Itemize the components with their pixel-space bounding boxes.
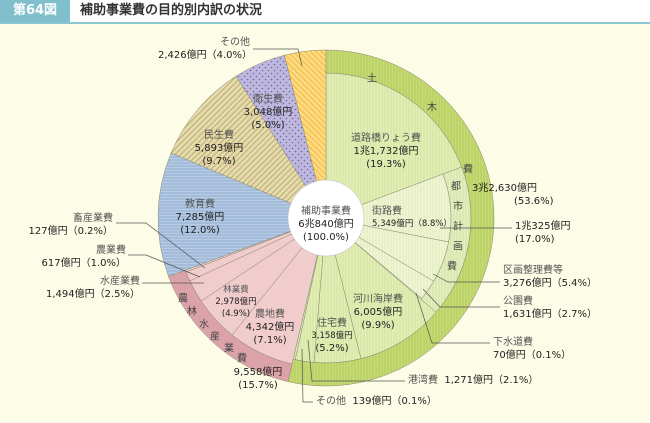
slice-name: 港湾費: [408, 375, 438, 386]
slice-name: 区画整理費等: [503, 265, 563, 276]
slice-name: 道路橋りょう費: [351, 133, 421, 144]
slice-amount: 70億円（0.1%）: [493, 350, 572, 361]
slice-amount: 3,276億円（5.4%）: [503, 278, 598, 289]
center-hole: [287, 179, 365, 257]
slice-amount: 5,349億円（8.8%）: [372, 219, 452, 229]
label-forestry: 林業費 2,978億円 (4.9%): [215, 284, 256, 320]
slice-name: その他: [220, 37, 250, 48]
slice-name: 公園費: [503, 296, 533, 307]
label-other: その他 2,426億円（4.0%）: [158, 36, 252, 62]
label-welfare: 民生費 5,893億円 (9.7%): [195, 129, 244, 168]
label-civil-other: その他 139億円（0.1%）: [316, 395, 437, 408]
slice-name: 林業費: [223, 285, 249, 295]
group-char: 農: [178, 293, 188, 305]
slice-name: 畜産業費: [73, 213, 113, 224]
group-pct: (53.6%): [514, 196, 554, 207]
group-char: 市: [453, 201, 463, 213]
group-char: 水: [199, 319, 209, 331]
group-char: 土: [367, 73, 377, 85]
slice-pct: (4.9%): [221, 309, 251, 319]
label-livestock: 畜産業費 127億円（0.2%）: [29, 212, 114, 238]
label-agriculture: 農業費 617億円（1.0%）: [42, 244, 127, 270]
slice-name: 衛生費: [252, 94, 283, 105]
slice-amount: 127億円（0.2%）: [28, 226, 114, 237]
slice-name: 河川海岸費: [353, 294, 403, 305]
slice-amount: 617億円（1.0%）: [41, 258, 127, 269]
slice-name: 水産業費: [100, 276, 140, 287]
slice-amount: 2,426億円（4.0%）: [157, 50, 252, 61]
slice-amount: 1兆1,732億円: [353, 146, 419, 157]
label-river: 河川海岸費 6,005億円 (9.9%): [353, 293, 403, 332]
slice-name: 教育費: [184, 199, 215, 210]
label-agri-total: 9,558億円 (15.7%): [234, 366, 283, 392]
label-land-readjust: 区画整理費等 3,276億円（5.4%）: [503, 264, 597, 290]
slice-pct: (12.0%): [180, 225, 220, 236]
label-health: 衛生費 3,048億円 (5.0%): [244, 93, 293, 132]
total-amount: 6兆840億円: [298, 219, 354, 230]
group-band-agriculture: [168, 269, 293, 382]
group-amount: 3兆2,630億円: [472, 183, 537, 194]
slice-amount: 139億円（0.1%）: [352, 396, 437, 407]
label-road: 道路橋りょう費 1兆1,732億円 (19.3%): [351, 132, 421, 171]
leader-lines: [116, 48, 512, 403]
figure-title: 補助事業費の目的別内訳の状況: [80, 3, 263, 18]
label-street: 街路費 5,349億円（8.8%）: [372, 205, 452, 230]
slice-name: 農地費: [254, 309, 285, 320]
slice-name: 街路費: [372, 206, 402, 217]
slice-pct: (9.7%): [202, 156, 236, 167]
slice-name: 住宅費: [317, 318, 347, 329]
slice-amount: 3,048億円: [243, 107, 293, 118]
group-char: 林: [187, 306, 197, 318]
slice-pct: (5.0%): [251, 120, 285, 131]
group-char: 計: [453, 221, 463, 233]
slice-amount: 4,342億円: [245, 322, 295, 333]
group-char: 業: [224, 343, 234, 355]
slice-amount: 3,158億円: [311, 331, 353, 341]
slice-amount: 7,285億円: [175, 212, 225, 223]
total-pct: (100.0%): [303, 232, 349, 243]
group-amount: 1兆325億円: [515, 221, 571, 232]
slice-name: 民生費: [203, 130, 234, 141]
slice-name: 下水道費: [493, 337, 533, 348]
slice-pct: (5.2%): [315, 343, 349, 354]
slice-pct: (9.9%): [361, 320, 395, 331]
slice-name: 農業費: [96, 245, 126, 256]
group-pct: (15.7%): [238, 380, 278, 391]
slice-amount: 5,893億円: [194, 143, 244, 154]
label-education: 教育費 7,285億円 (12.0%): [176, 198, 225, 237]
label-sewer: 下水道費 70億円（0.1%）: [493, 336, 571, 362]
group-char: 都: [451, 181, 461, 193]
label-civil-total: 3兆2,630億円 (53.6%): [472, 182, 554, 208]
label-city-total: 1兆325億円 (17.0%): [515, 220, 570, 246]
slice-amount: 1,631億円（2.7%）: [503, 309, 598, 320]
total-name: 補助事業費: [300, 206, 351, 217]
figure-number: 第64図: [0, 0, 70, 22]
slice-amount: 2,978億円: [215, 297, 257, 307]
slice-amount: 6,005億円: [353, 307, 403, 318]
slice-pct: (19.3%): [366, 159, 406, 170]
group-amount: 9,558億円: [233, 367, 283, 378]
total-label: 補助事業費 6兆840億円 (100.0%): [298, 205, 353, 244]
group-char: 費: [447, 261, 457, 273]
label-farmland: 農地費 4,342億円 (7.1%): [246, 308, 295, 347]
group-char: 費: [463, 164, 473, 176]
slice-amount: 1,494億円（2.5%）: [45, 289, 140, 300]
group-char: 産: [210, 331, 220, 343]
slice-amount: 1,271億円（2.1%）: [444, 375, 539, 386]
label-port: 港湾費 1,271億円（2.1%）: [408, 374, 538, 387]
group-char: 費: [237, 353, 247, 365]
group-band-civil: [287, 49, 495, 387]
group-char: 画: [453, 241, 463, 253]
group-pct: (17.0%): [515, 234, 555, 245]
figure-header: 第64図 補助事業費の目的別内訳の状況: [0, 0, 650, 24]
group-char: 木: [427, 102, 437, 114]
slice-pct: (7.1%): [253, 335, 287, 346]
label-fishery: 水産業費 1,494億円（2.5%）: [46, 275, 140, 301]
slice-name: その他: [316, 396, 346, 407]
label-park: 公園費 1,631億円（2.7%）: [503, 295, 597, 321]
label-housing: 住宅費 3,158億円 (5.2%): [311, 317, 352, 355]
